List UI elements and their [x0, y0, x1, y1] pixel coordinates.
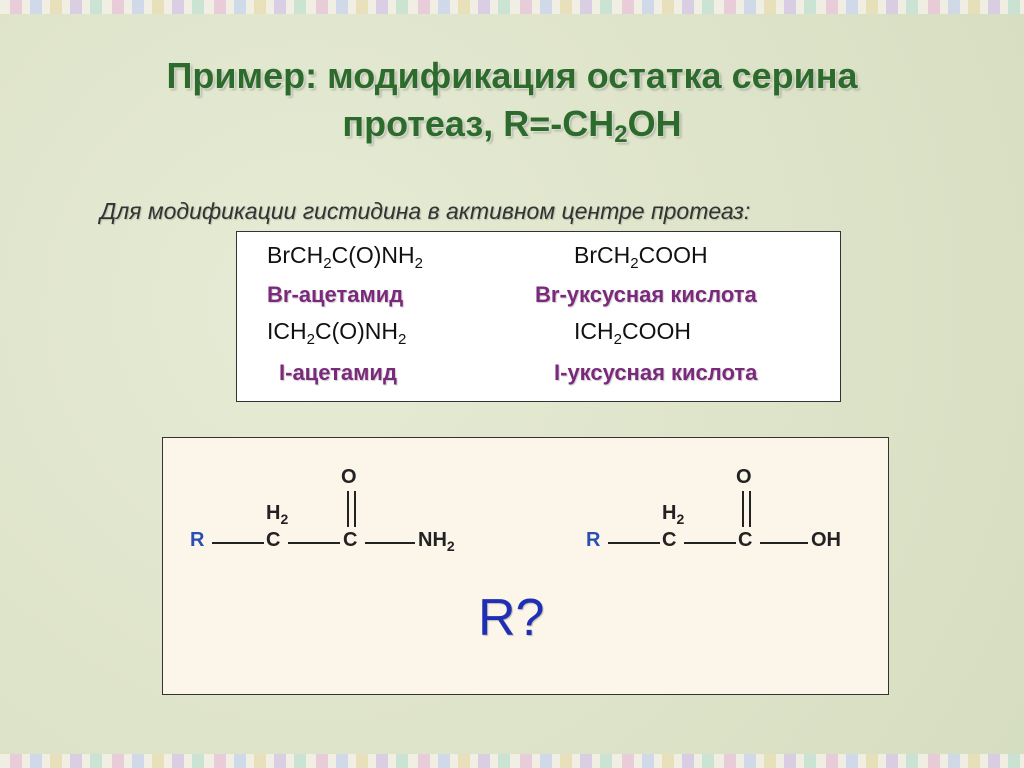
- left-bond-c1-c2: [288, 542, 340, 544]
- reagent-bromoacetic-name: Br-уксусная кислота: [535, 282, 757, 307]
- left-double-bond-a: [347, 491, 349, 527]
- reagents-table: BrCH2C(O)NH2 BrCH2COOH Br-ацетамид Br-ук…: [236, 231, 841, 402]
- right-bond-r-c1: [608, 542, 660, 544]
- right-double-bond-b: [749, 491, 751, 527]
- right-bond-c2-oh: [760, 542, 808, 544]
- reagent-bromoacetamide-name: Br-ацетамид: [267, 282, 404, 307]
- right-bond-c1-c2: [684, 542, 736, 544]
- slide-title: Пример: модификация остатка серина проте…: [60, 52, 964, 159]
- subtitle: Для модификации гистидина в активном цен…: [100, 198, 751, 224]
- right-h2-label: H2: [662, 502, 685, 527]
- title-line-2: протеаз, R=-CH2OH: [60, 100, 964, 159]
- right-c2-label: C: [738, 529, 753, 551]
- reagent-iodoacetic-name: I-уксусная кислота: [554, 360, 758, 385]
- right-double-bond-a: [742, 491, 744, 527]
- decorative-strip-bottom: [0, 754, 1024, 768]
- right-oh-label: OH: [811, 529, 841, 551]
- structures-panel: R C H2 C O NH2 R C H2 C O OH: [162, 437, 889, 695]
- left-double-bond-b: [354, 491, 356, 527]
- title-line-2-sub: 2: [614, 121, 628, 148]
- left-bond-c2-n: [365, 542, 415, 544]
- title-line-1: Пример: модификация остатка серина: [166, 55, 858, 96]
- left-nh2-label: NH2: [418, 529, 455, 554]
- title-line-2-end: OH: [627, 103, 682, 144]
- reagent-iodoacetamide-name: I-ацетамид: [279, 360, 397, 385]
- left-h2-label: H2: [266, 502, 289, 527]
- reagent-bromoacetamide-formula: BrCH2C(O)NH2: [267, 242, 423, 272]
- question-r: R?: [478, 589, 545, 647]
- left-c1-label: C: [266, 529, 281, 551]
- decorative-strip-top: [0, 0, 1024, 14]
- reagent-iodoacetic-formula: ICH2COOH: [574, 318, 691, 348]
- reagent-bromoacetic-formula: BrCH2COOH: [574, 242, 708, 272]
- right-r-label: R: [586, 529, 601, 551]
- left-bond-r-c1: [212, 542, 264, 544]
- right-c1-label: C: [662, 529, 677, 551]
- title-line-2-text: протеаз, R=-CH: [342, 103, 615, 144]
- reagent-iodoacetamide-formula: ICH2C(O)NH2: [267, 318, 407, 348]
- left-r-label: R: [190, 529, 205, 551]
- left-o-label: O: [341, 466, 357, 488]
- left-c2-label: C: [343, 529, 358, 551]
- right-o-label: O: [736, 466, 752, 488]
